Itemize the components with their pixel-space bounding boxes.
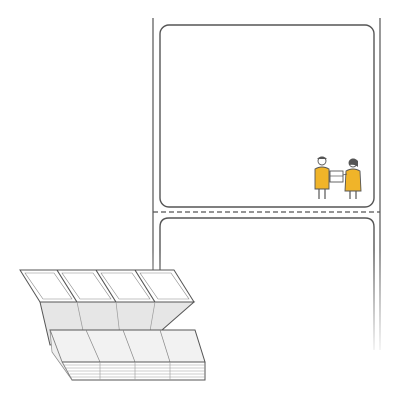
fanfold-stack bbox=[19, 269, 206, 381]
large-label-2 bbox=[159, 217, 375, 350]
top-label-row bbox=[19, 269, 195, 303]
stacked-labels bbox=[49, 329, 206, 381]
delivery-handover-icon bbox=[314, 156, 362, 199]
